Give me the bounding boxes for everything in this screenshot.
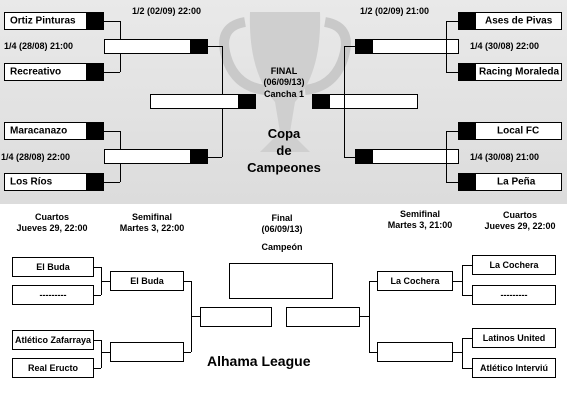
copa-right-qf1-time: 1/4 (30/08) 22:00 — [470, 41, 540, 51]
score-slot — [86, 64, 103, 80]
bracket-line — [462, 338, 472, 339]
score-slot — [459, 64, 476, 80]
copa-left-sf-time: 1/2 (02/09) 22:00 — [132, 6, 202, 16]
alhama-final-left-slot — [200, 307, 272, 327]
bracket-line — [344, 157, 358, 158]
bracket-line — [446, 131, 460, 132]
bracket-line — [191, 316, 200, 317]
bracket-line — [101, 281, 110, 282]
copa-left-sf-slot-1 — [104, 39, 208, 54]
bracket-line — [104, 72, 120, 73]
bracket-line — [101, 340, 102, 368]
bracket-line — [184, 281, 191, 282]
alhama-right-sf-header: Semifinal Martes 3, 21:00 — [387, 209, 453, 230]
score-slot — [459, 13, 476, 29]
bracket-line — [369, 352, 377, 353]
bracket-line — [446, 21, 460, 22]
copa-final-right-slot — [312, 94, 418, 109]
bracket-line — [94, 267, 101, 268]
alhama-left-sf1: El Buda — [110, 271, 184, 291]
score-slot — [86, 123, 103, 139]
alhama-left-qf1-team2: --------- — [12, 285, 94, 305]
copa-left-qf2-time: 1/4 (28/08) 22:00 — [1, 152, 71, 162]
score-slot — [86, 13, 103, 29]
bracket-line — [462, 265, 463, 295]
bracket-line — [360, 316, 369, 317]
copa-right-sf-time: 1/2 (02/09) 21:00 — [360, 6, 430, 16]
alhama-right-sf2 — [377, 342, 453, 362]
copa-left-qf1-time: 1/4 (28/08) 21:00 — [4, 41, 74, 51]
alhama-left-sf2 — [110, 342, 184, 362]
alhama-right-qf1-team1: La Cochera — [472, 255, 556, 275]
bracket-line — [453, 281, 462, 282]
alhama-left-qf2-team1: Atlético Zafarraya — [12, 330, 94, 350]
copa-left-team-3: Maracanazo — [4, 122, 104, 140]
trophy-watermark-icon — [219, 12, 351, 152]
copa-right-team-1: Ases de Pivas — [458, 12, 562, 30]
bracket-line — [446, 131, 447, 182]
alhama-right-qf2-team1: Latinos United — [472, 328, 556, 348]
score-slot — [238, 95, 255, 108]
bracket-line — [446, 182, 460, 183]
copa-right-sf-slot-1 — [355, 39, 459, 54]
copa-final-label: FINAL — [270, 66, 298, 76]
alhama-final-right-slot — [286, 307, 360, 327]
bracket-line — [446, 72, 460, 73]
bracket-line — [462, 368, 472, 369]
bracket-line — [369, 281, 377, 282]
alhama-left-sf-header: Semifinal Martes 3, 22:00 — [119, 212, 185, 233]
bracket-line — [104, 182, 120, 183]
copa-right-qf2-time: 1/4 (30/08) 21:00 — [470, 152, 540, 162]
copa-final-left-slot — [150, 94, 256, 109]
bracket-line — [462, 295, 472, 296]
copa-left-team-2: Recreativo — [4, 63, 104, 81]
bracket-line — [94, 340, 101, 341]
bracket-line — [453, 352, 462, 353]
alhama-right-qf2-team2: Atlético Interviú — [472, 358, 556, 378]
bracket-line — [104, 131, 120, 132]
copa-right-team-4: La Peña — [458, 173, 562, 191]
alhama-final-header: Final (06/09/13) — [261, 213, 303, 234]
alhama-left-qf-header: Cuartos Jueves 29, 22:00 — [16, 212, 88, 233]
alhama-right-sf1: La Cochera — [377, 271, 453, 291]
score-slot — [356, 150, 373, 163]
copa-right-sf-slot-2 — [355, 149, 459, 164]
bracket-line — [94, 368, 101, 369]
copa-right-team-2: Racing Moraleda — [458, 63, 562, 81]
score-slot — [459, 174, 476, 190]
bracket-line — [94, 295, 101, 296]
alhama-left-qf1-team1: El Buda — [12, 257, 94, 277]
copa-final-date: (06/09/13) — [263, 77, 305, 87]
alhama-league-title: Alhama League — [207, 353, 311, 369]
alhama-champion-label: Campeón — [261, 242, 303, 252]
bracket-line — [208, 157, 222, 158]
score-slot — [459, 123, 476, 139]
bracket-line — [462, 338, 463, 368]
alhama-right-qf-header: Cuartos Jueves 29, 22:00 — [484, 210, 556, 231]
copa-left-team-1: Ortiz Pinturas — [4, 12, 104, 30]
alhama-champion-box — [229, 263, 333, 299]
bracket-line — [101, 352, 110, 353]
bracket-line — [462, 265, 472, 266]
score-slot — [190, 40, 207, 53]
copa-right-team-3: Local FC — [458, 122, 562, 140]
copa-title: Copa de Campeones — [247, 126, 321, 175]
alhama-left-qf2-team2: Real Eructo — [12, 358, 94, 378]
copa-final-field: Cancha 1 — [263, 89, 305, 99]
score-slot — [86, 174, 103, 190]
bracket-line — [344, 46, 358, 47]
bracket-line — [208, 46, 222, 47]
bracket-line — [104, 21, 120, 22]
bracket-line — [446, 21, 447, 72]
copa-left-team-4: Los Ríos — [4, 173, 104, 191]
bracket-line — [184, 352, 191, 353]
alhama-right-qf1-team2: --------- — [472, 285, 556, 305]
bracket-line — [344, 46, 345, 157]
score-slot — [190, 150, 207, 163]
bracket-line — [369, 281, 370, 352]
score-slot — [313, 95, 330, 108]
score-slot — [356, 40, 373, 53]
copa-left-sf-slot-2 — [104, 149, 208, 164]
